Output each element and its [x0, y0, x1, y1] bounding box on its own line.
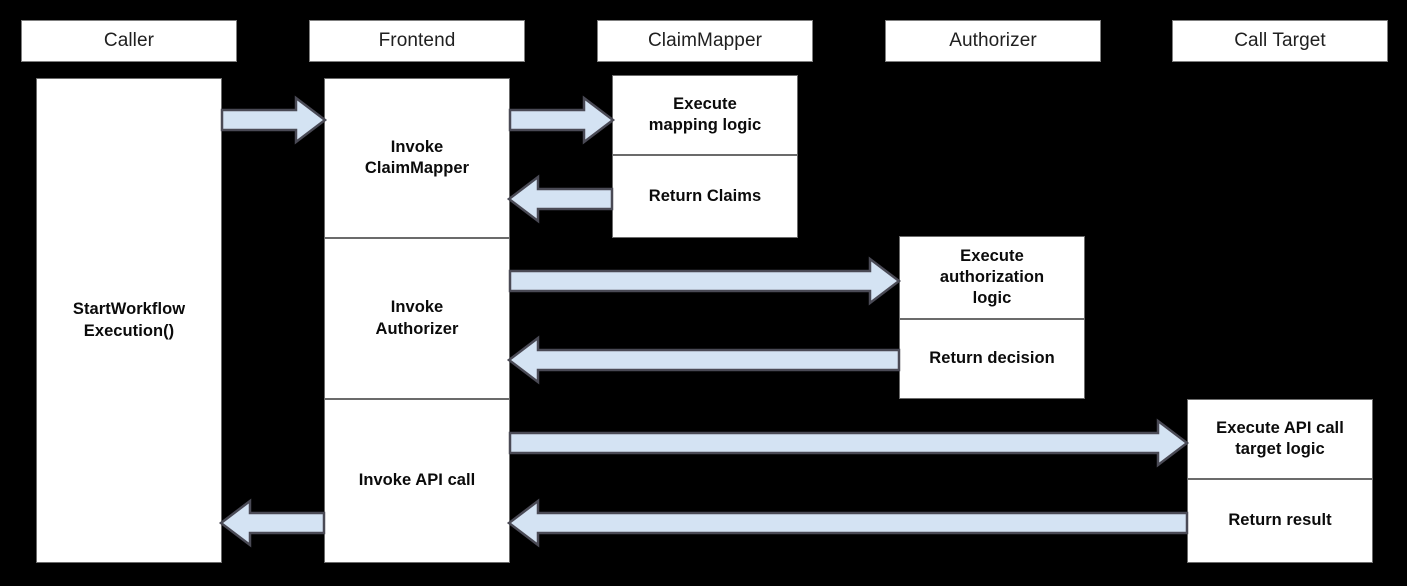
activation-label-caller-start: StartWorkflow Execution() — [72, 300, 186, 340]
message-arrow-frontend-to-calltarget — [508, 418, 1190, 468]
lifeline-header-calltarget: Call Target — [1172, 20, 1388, 62]
message-arrow-frontend-to-claimmapper — [508, 95, 616, 145]
activation-authorizer-return-decision: Return decision — [899, 319, 1085, 399]
lifeline-label-calltarget: Call Target — [1234, 29, 1326, 51]
activation-calltarget-return-result: Return result — [1187, 479, 1373, 563]
lifeline-label-frontend: Frontend — [378, 29, 456, 51]
activation-label-claimmapper-return: Return Claims — [648, 186, 762, 205]
activation-calltarget-execute-api-call-target-logic: Execute API call target logic — [1187, 399, 1373, 479]
activation-frontend-invoke-api-call: Invoke API call — [324, 399, 510, 563]
message-arrow-caller-to-frontend — [220, 95, 328, 145]
lifeline-label-authorizer: Authorizer — [949, 29, 1037, 51]
activation-claimmapper-return-claims: Return Claims — [612, 155, 798, 238]
activation-caller-start-workflow-execution: StartWorkflow Execution() — [36, 78, 222, 563]
activation-label-authorizer-return: Return decision — [929, 349, 1055, 368]
lifeline-label-claimmapper: ClaimMapper — [647, 29, 763, 51]
activation-frontend-invoke-claimmapper: Invoke ClaimMapper — [324, 78, 510, 238]
activation-label-calltarget-execute: Execute API call target logic — [1216, 418, 1344, 458]
lifeline-header-frontend: Frontend — [309, 20, 525, 62]
lifeline-label-caller: Caller — [103, 29, 155, 51]
activation-claimmapper-execute-mapping-logic: Execute mapping logic — [612, 75, 798, 155]
lifeline-header-caller: Caller — [21, 20, 237, 62]
activation-label-calltarget-return: Return result — [1228, 511, 1332, 530]
lifeline-header-authorizer: Authorizer — [885, 20, 1101, 62]
activation-label-authorizer-execute: Execute authorization logic — [939, 246, 1045, 308]
activation-label-claimmapper-execute: Execute mapping logic — [648, 94, 762, 134]
message-arrow-frontend-to-authorizer — [508, 256, 902, 306]
message-arrow-frontend-to-caller — [218, 498, 326, 548]
activation-authorizer-execute-authorization-logic: Execute authorization logic — [899, 236, 1085, 319]
activation-label-frontend-invoke-authorizer: Invoke Authorizer — [375, 298, 459, 338]
message-arrow-authorizer-to-frontend — [506, 335, 901, 385]
message-arrow-calltarget-to-frontend — [506, 498, 1189, 548]
activation-label-frontend-invoke-api-call: Invoke API call — [358, 471, 476, 490]
activation-label-frontend-invoke-claimmapper: Invoke ClaimMapper — [364, 137, 470, 177]
lifeline-header-claimmapper: ClaimMapper — [597, 20, 813, 62]
activation-frontend-invoke-authorizer: Invoke Authorizer — [324, 238, 510, 399]
message-arrow-claimmapper-to-frontend — [506, 174, 614, 224]
